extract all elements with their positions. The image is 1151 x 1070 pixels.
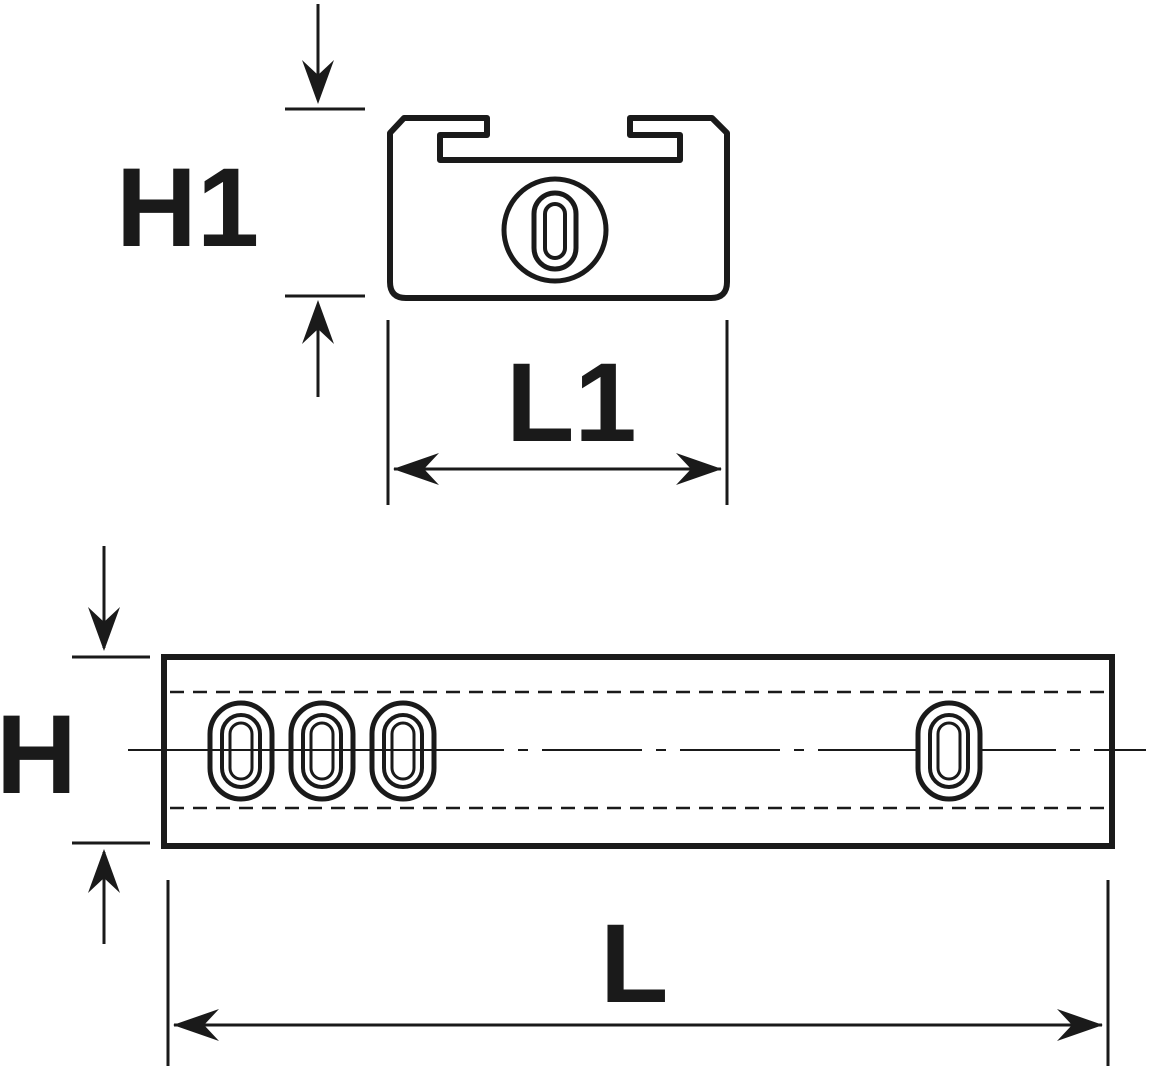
h-arrowhead-top xyxy=(88,607,120,651)
l-arrowhead-right xyxy=(1057,1009,1103,1041)
marker-strip xyxy=(161,654,1115,849)
profile-view: H1 L1 xyxy=(116,4,730,505)
l1-label: L1 xyxy=(506,340,637,465)
h1-dimension: H1 xyxy=(116,4,365,397)
h-arrowhead-bottom xyxy=(88,849,120,893)
h1-arrowhead-top xyxy=(302,60,334,104)
h1-label: H1 xyxy=(116,145,259,270)
l-dimension: L xyxy=(166,880,1110,1066)
digit-zero-4 xyxy=(915,700,983,802)
l1-arrowhead-left xyxy=(393,453,439,485)
h1-arrowhead-bottom xyxy=(302,300,334,344)
side-view: H L xyxy=(0,546,1146,1066)
l1-arrowhead-right xyxy=(676,453,722,485)
profile-outline xyxy=(387,115,730,301)
h-dimension: H xyxy=(0,546,150,944)
digit-zero-marker xyxy=(501,176,609,284)
h-label: H xyxy=(0,692,77,817)
l-arrowhead-left xyxy=(173,1009,219,1041)
digit-zero-group xyxy=(200,700,460,802)
l1-dimension: L1 xyxy=(386,320,729,505)
l-label: L xyxy=(600,901,668,1026)
